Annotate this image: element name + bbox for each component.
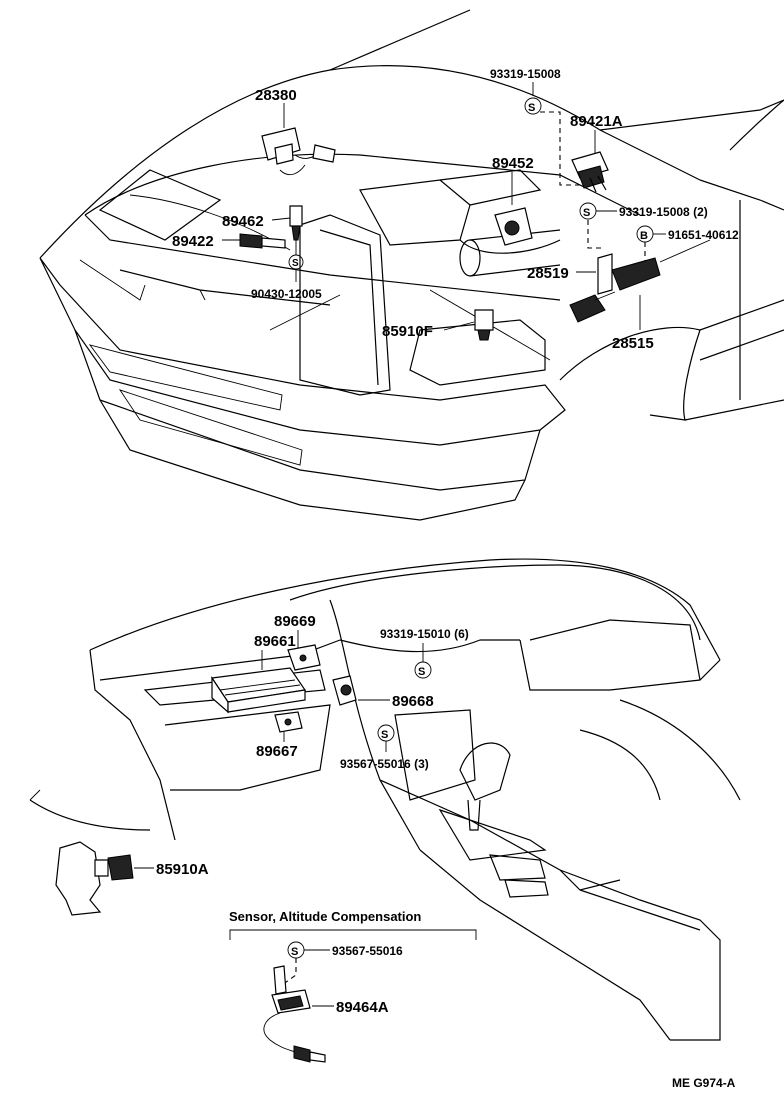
bracket-85910A[interactable] [55,841,134,916]
svg-text:S: S [292,258,299,269]
svg-text:S: S [583,207,590,219]
svg-text:B: B [640,230,648,242]
relay-28380[interactable] [261,103,336,176]
label-85910F: 85910F [382,323,433,340]
connector-28515[interactable] [569,257,661,323]
label-93319-15008-2: 93319-15008 (2) [619,205,708,219]
map-sensor-89421A[interactable] [571,151,609,193]
svg-text:S: S [291,946,298,958]
car-front-outline [39,9,784,521]
label-85910A: 85910A [156,861,209,878]
bracket-28519[interactable] [597,253,613,295]
label-89669: 89669 [274,613,316,630]
altitude-sensor-89464A[interactable] [263,965,326,1063]
label-89661: 89661 [254,633,296,650]
label-28515: 28515 [612,335,654,352]
relay-89668[interactable] [332,675,357,706]
b-symbol-icon: B [636,225,654,243]
label-28519: 28519 [527,265,569,282]
s-symbol-icon: S [287,941,305,959]
s-symbol-icon: S [288,254,304,270]
s-symbol-icon: S [377,724,395,742]
s-symbol-icon: S [414,661,432,679]
label-89421A: 89421A [570,113,623,130]
sensor-89462[interactable] [289,205,303,241]
section-title: Sensor, Altitude Compensation [229,909,421,924]
label-90430-12005: 90430-12005 [251,287,322,301]
bracket-89669[interactable] [287,644,321,671]
label-89462: 89462 [222,213,264,230]
label-91651-40612: 91651-40612 [668,228,739,242]
figure-code: ME G974-A [672,1076,736,1090]
label-93567-55016: 93567-55016 [332,944,403,958]
sensor-85910F[interactable] [474,309,494,341]
label-89452: 89452 [492,155,534,172]
sensor-89422[interactable] [239,233,286,249]
label-28380: 28380 [255,87,297,104]
label-89667: 89667 [256,743,298,760]
label-89464A: 89464A [336,999,389,1016]
svg-text:S: S [528,102,535,114]
label-89668: 89668 [392,693,434,710]
dashboard-outline [29,558,741,1041]
svg-text:S: S [418,666,425,678]
label-93319-15010-6: 93319-15010 (6) [380,627,469,641]
label-93319-15008-top: 93319-15008 [490,67,561,81]
svg-text:S: S [381,729,388,741]
label-93567-55016-3: 93567-55016 (3) [340,757,429,771]
s-symbol-icon: S [579,202,597,220]
throttle-sensor-89452[interactable] [494,207,533,246]
label-89422: 89422 [172,233,214,250]
bracket-89667[interactable] [274,711,303,733]
s-symbol-icon: S [524,97,542,115]
ecu-89661[interactable] [210,667,307,714]
